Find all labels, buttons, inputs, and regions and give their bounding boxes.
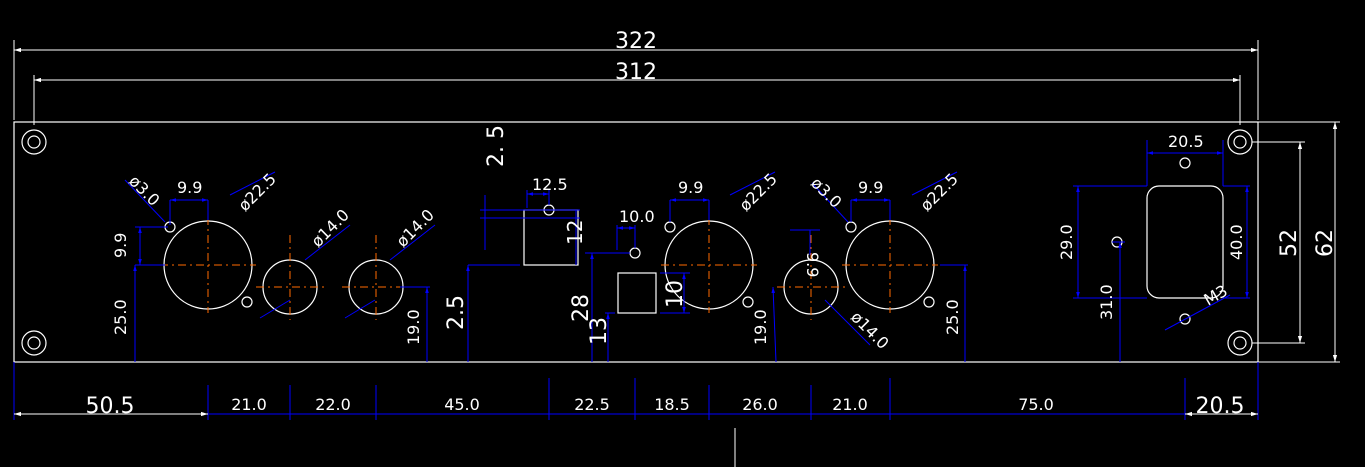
panel-outline xyxy=(13,121,1259,363)
bottom-dim-9: 75.0 xyxy=(1018,395,1054,414)
vdim-10: 10 xyxy=(663,280,688,308)
height-62: 62 xyxy=(1313,229,1338,257)
bottom-dim-6: 18.5 xyxy=(654,395,690,414)
vdim-29-0: 29.0 xyxy=(1057,224,1076,260)
label-m3: M3 xyxy=(1201,281,1231,309)
vdim-13: 13 xyxy=(587,317,612,345)
vdim-25-0-left: 25.0 xyxy=(111,299,130,335)
overall-width-322: 322 xyxy=(615,29,657,54)
vdim-9-9-c: 9.9 xyxy=(803,252,822,277)
dim-20-5-top: 20.5 xyxy=(1168,132,1204,151)
label-phi3-left: ø3.0 xyxy=(125,171,163,209)
dimension-lines xyxy=(13,140,1259,420)
center-lines xyxy=(160,217,938,320)
label-phi22-5-mid: ø22.5 xyxy=(735,169,781,215)
label-9-9-mid: 9.9 xyxy=(678,178,703,197)
vdim-28: 28 xyxy=(569,294,594,322)
label-phi22-5-right: ø22.5 xyxy=(916,169,962,215)
label-phi3-right: ø3.0 xyxy=(807,173,845,211)
label-9-9-left: 9.9 xyxy=(177,178,202,197)
dim-10-0: 10.0 xyxy=(619,207,655,226)
vdim-2-5: 2.5 xyxy=(444,295,469,330)
vdim-19-0-a: 19.0 xyxy=(404,309,423,345)
bottom-chain-white xyxy=(14,411,1258,467)
bottom-dim-5: 22.5 xyxy=(574,395,610,414)
height-52: 52 xyxy=(1277,229,1302,257)
bottom-dim-1: 50.5 xyxy=(86,394,135,419)
dim-12-5: 12.5 xyxy=(532,175,568,194)
label-phi14-c: ø14.0 xyxy=(847,307,893,353)
bottom-dim-8: 21.0 xyxy=(832,395,868,414)
vdim-25-0-right: 25.0 xyxy=(943,299,962,335)
bottom-dim-7: 26.0 xyxy=(742,395,778,414)
overall-width-dims xyxy=(13,40,1259,125)
bottom-dim-2: 21.0 xyxy=(231,395,267,414)
overall-width-312: 312 xyxy=(615,60,657,85)
label-phi22-5-left: ø22.5 xyxy=(234,169,280,215)
vdim-40-0: 40.0 xyxy=(1227,224,1246,260)
height-dims xyxy=(1252,121,1340,363)
bottom-dim-10: 20.5 xyxy=(1196,394,1245,419)
dim-12: 12 xyxy=(563,220,587,245)
vdim-19-0-b: 19.0 xyxy=(751,309,770,345)
vdim-9-9: 9.9 xyxy=(111,233,130,258)
bottom-dim-4: 45.0 xyxy=(444,395,480,414)
vdim-31-0: 31.0 xyxy=(1097,284,1116,320)
dim-2-5-top: 2. 5 xyxy=(484,125,509,167)
label-9-9-right: 9.9 xyxy=(858,178,883,197)
bottom-dim-3: 22.0 xyxy=(315,395,351,414)
